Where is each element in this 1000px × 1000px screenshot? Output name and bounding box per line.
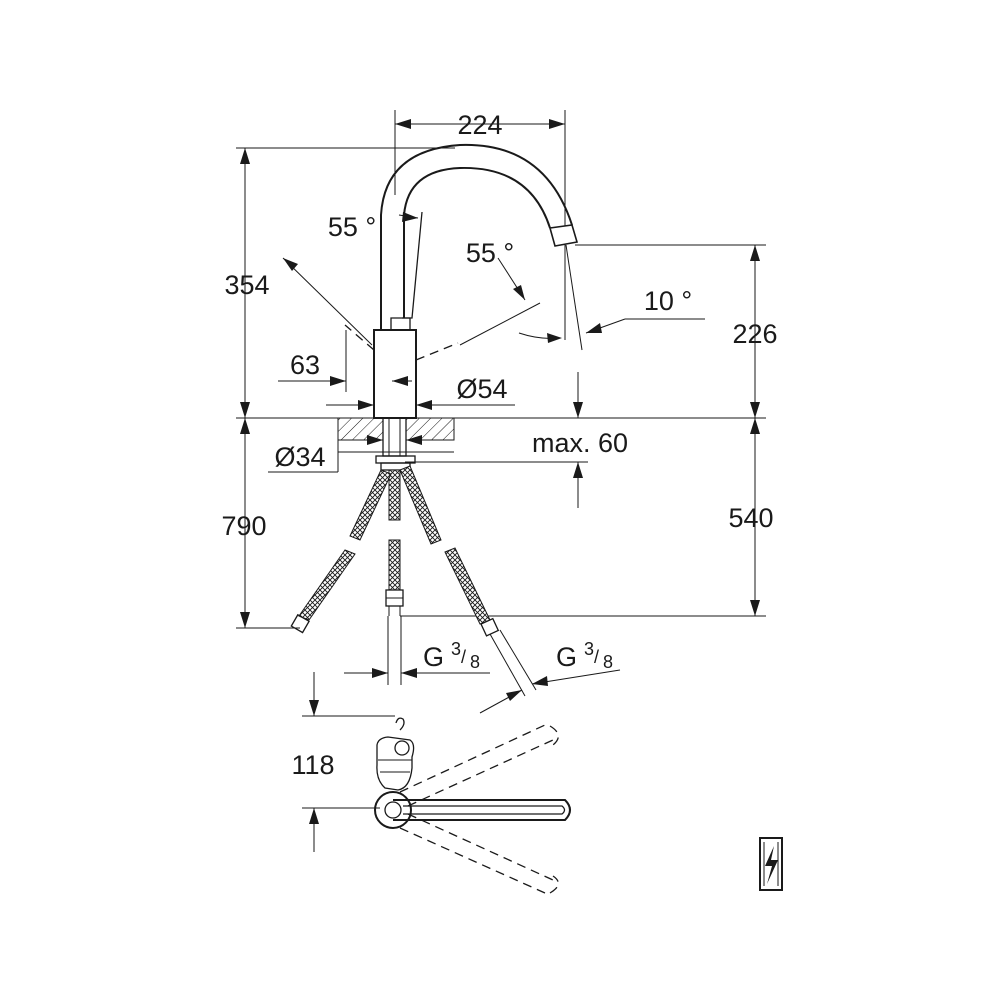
supply-hoses [290,465,537,697]
lightning-bolt-icon [759,837,783,891]
label-max-thickness: max. 60 [532,428,628,458]
label-spout-height: 226 [732,319,777,349]
label-connection-left-num: 3 [451,639,461,659]
label-connection-left-slash: / [461,647,466,667]
dimension-lines [236,110,766,852]
label-connection-left-den: 8 [470,652,480,672]
label-spout-reach: 224 [457,110,502,140]
label-body-diameter: Ø54 [456,374,507,404]
label-connection-right-slash: / [594,647,599,667]
faucet-top-view [374,717,571,894]
label-top-view-depth: 118 [291,750,334,780]
label-hole-diameter: Ø34 [274,442,325,472]
label-connection-right-num: 3 [584,639,594,659]
label-total-height: 354 [224,270,269,300]
label-lever-angle-right: 55 ° [466,238,514,268]
dimension-labels: 224 354 226 55 ° 55 ° 10 ° 63 Ø54 Ø34 ma… [221,110,777,780]
label-lever-angle-left: 55 ° [328,212,376,242]
label-hose-length: 790 [221,511,266,541]
label-connection-right-den: 8 [603,652,613,672]
label-connection-left: G [423,642,444,672]
label-connection-right: G [556,642,577,672]
label-lever-offset: 63 [290,350,320,380]
counter-section [337,417,455,471]
label-spout-angle: 10 ° [644,286,692,316]
label-hose-depth: 540 [728,503,773,533]
